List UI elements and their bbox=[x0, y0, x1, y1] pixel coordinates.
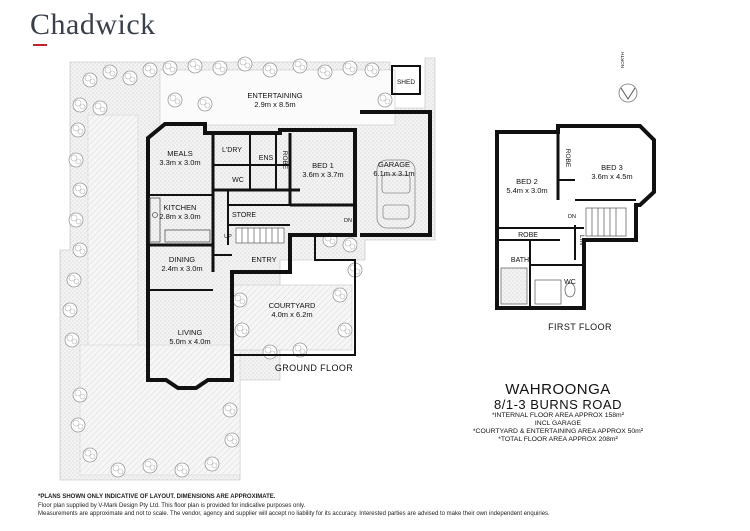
first-floor-fixtures bbox=[500, 207, 627, 305]
ground-stairs bbox=[235, 227, 285, 244]
first-room-bed3-name: BED 3 bbox=[601, 163, 623, 172]
room-wc-name: WC bbox=[232, 177, 244, 184]
ground-stair-up: UP bbox=[224, 234, 232, 240]
first-room-bed2-dims: 5.4m x 3.0m bbox=[506, 186, 547, 195]
kitchen-counters bbox=[149, 197, 211, 243]
room-shed-name: SHED bbox=[397, 79, 415, 86]
first-room-bed3-dims: 3.6m x 4.5m bbox=[591, 172, 632, 181]
room-meals-name: MEALS bbox=[167, 149, 192, 158]
first-labels: ROBE BED 2 5.4m x 3.0m BED 3 3.6m x 4.5m… bbox=[506, 149, 632, 332]
room-robe-name: ROBE bbox=[281, 151, 288, 170]
car-outline bbox=[376, 159, 416, 229]
ground-landscape bbox=[59, 56, 436, 481]
room-kitchen-dims: 2.8m x 3.0m bbox=[159, 212, 200, 221]
room-store-name: STORE bbox=[232, 212, 256, 219]
first-room-bath-name: BATH bbox=[511, 257, 529, 264]
ground-labels: ENTERTAINING 2.9m x 8.5m SHED MEALS 3.3m… bbox=[159, 79, 415, 373]
first-room-lin-name: LIN bbox=[578, 235, 585, 245]
first-stair-dn: DN bbox=[568, 214, 576, 220]
first-room-wc-name: WC bbox=[564, 279, 576, 286]
room-living-name: LIVING bbox=[178, 328, 203, 337]
property-address: 8/1-3 BURNS ROAD bbox=[494, 397, 622, 412]
area-note-courtyard: *COURTYARD & ENTERTAINING AREA APPROX 50… bbox=[472, 428, 644, 435]
property-title-block: WAHROONGA 8/1-3 BURNS ROAD *INTERNAL FLO… bbox=[468, 381, 648, 444]
first-room-robe-name: ROBE bbox=[518, 232, 538, 239]
room-courtyard-name: COURTYARD bbox=[269, 301, 316, 310]
room-kitchen-name: KITCHEN bbox=[164, 203, 197, 212]
room-dining-dims: 2.4m x 3.0m bbox=[161, 264, 202, 273]
room-courtyard-dims: 4.0m x 6.2m bbox=[271, 310, 312, 319]
first-room-robe-top-name: ROBE bbox=[564, 149, 571, 168]
area-note-garage: INCL GARAGE bbox=[534, 420, 582, 427]
compass-icon: NORTH bbox=[618, 52, 638, 103]
room-bed1-name: BED 1 bbox=[312, 161, 334, 170]
disclaimer-heading: *PLANS SHOWN ONLY INDICATIVE OF LAYOUT. … bbox=[38, 494, 276, 500]
property-suburb: WAHROONGA bbox=[505, 381, 611, 398]
compass-label: NORTH bbox=[620, 52, 625, 68]
disclaimer-line-2: Measurements are approximate and not to … bbox=[38, 511, 550, 517]
first-floor-walls bbox=[495, 124, 656, 310]
room-entertaining-dims: 2.9m x 8.5m bbox=[254, 100, 295, 109]
room-ens-name: ENS bbox=[259, 155, 274, 162]
room-entry-name: ENTRY bbox=[251, 255, 276, 264]
ground-floor-walls bbox=[146, 65, 432, 390]
room-dining-name: DINING bbox=[169, 255, 195, 264]
footer-disclaimer: *PLANS SHOWN ONLY INDICATIVE OF LAYOUT. … bbox=[38, 493, 550, 519]
first-room-bed2-name: BED 2 bbox=[516, 177, 538, 186]
ground-stair-dn: DN bbox=[344, 218, 352, 224]
room-garage-dims: 6.1m x 3.1m bbox=[373, 169, 414, 178]
brand-logo: Chadwick bbox=[30, 8, 156, 41]
area-note-internal: *INTERNAL FLOOR AREA APPROX 158m² bbox=[492, 412, 624, 419]
room-garage-name: GARAGE bbox=[378, 160, 410, 169]
disclaimer-line-1: Floor plan supplied by V-Mark Design Pty… bbox=[38, 502, 306, 509]
area-note-total: *TOTAL FLOOR AREA APPROX 208m² bbox=[498, 436, 618, 443]
room-ldry-name: L'DRY bbox=[222, 147, 242, 154]
first-floor-label: FIRST FLOOR bbox=[548, 322, 612, 332]
brand-accent-rule bbox=[33, 44, 47, 46]
ground-floor-label: GROUND FLOOR bbox=[275, 363, 353, 373]
room-entertaining-name: ENTERTAINING bbox=[247, 91, 302, 100]
room-living-dims: 5.0m x 4.0m bbox=[169, 337, 210, 346]
room-bed1-dims: 3.6m x 3.7m bbox=[302, 170, 343, 179]
room-meals-dims: 3.3m x 3.0m bbox=[159, 158, 200, 167]
